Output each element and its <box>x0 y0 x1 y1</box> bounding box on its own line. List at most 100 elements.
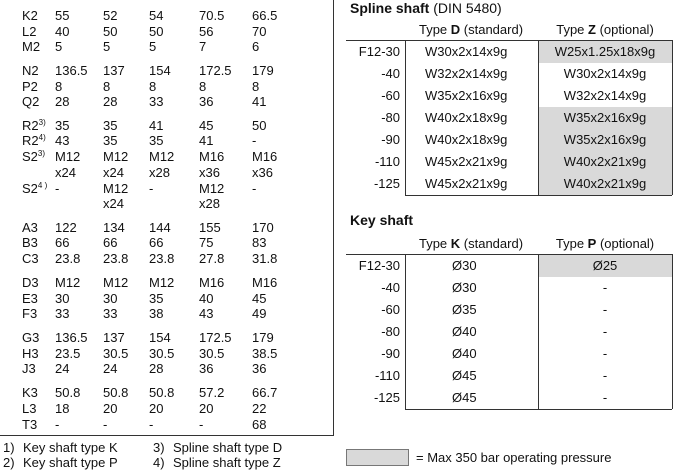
spline-size: F12-30 <box>358 44 400 59</box>
key-type-p: - <box>602 390 608 405</box>
dim-cell: 136.5 <box>55 63 88 78</box>
footnote-number: 1) <box>3 440 15 455</box>
spline-col-d-prefix: Type <box>418 22 451 37</box>
dim-row-label-text: A3 <box>22 220 38 235</box>
dim-cell: 56 <box>199 24 214 39</box>
spline-divider <box>538 40 539 195</box>
key-type-k: Ø30 <box>452 280 477 295</box>
spline-type-z: W35x2x16x9g <box>563 132 647 147</box>
dim-cell: 144 <box>149 220 171 235</box>
dim-row-label-text: H3 <box>22 346 39 361</box>
dim-cell: x24 <box>103 196 124 211</box>
dim-cell: 45 <box>199 118 214 133</box>
spline-shaft-title: Spline shaft (DIN 5480) <box>350 1 502 15</box>
dim-row-label: A3 <box>22 221 38 235</box>
dim-cell: - <box>103 417 108 432</box>
dim-cell: - <box>149 417 154 432</box>
dim-cell: 27.8 <box>199 251 225 266</box>
dim-row-label-text: G3 <box>22 330 40 345</box>
dim-row-label-text: Q2 <box>22 94 40 109</box>
dim-cell: M12 <box>149 275 175 290</box>
dim-cell: M12 <box>199 181 225 196</box>
dim-cell: 40 <box>55 24 70 39</box>
dim-cell: 20 <box>149 401 164 416</box>
dim-cell: 40 <box>199 291 214 306</box>
key-type-p: - <box>602 346 608 361</box>
dim-row-label: S24 ) <box>22 182 47 196</box>
dim-cell: 137 <box>103 63 125 78</box>
dim-cell: - <box>149 181 154 196</box>
spline-header-rule <box>346 40 672 41</box>
dim-cell: x36 <box>199 165 220 180</box>
dim-cell: 38 <box>149 306 164 321</box>
dim-cell: 30 <box>103 291 118 306</box>
spline-col-z-suffix: (optional) <box>595 22 654 37</box>
dim-cell: 24 <box>55 361 70 376</box>
dim-cell: 33 <box>103 306 118 321</box>
dim-cell: 66 <box>103 235 118 250</box>
dim-cell: 137 <box>103 330 125 345</box>
dim-row-label: L2 <box>22 25 36 39</box>
dim-row-label-text: M2 <box>22 39 41 54</box>
dim-row-label: B3 <box>22 236 38 250</box>
spline-type-d: W35x2x16x9g <box>425 88 508 103</box>
dim-cell: M12 <box>103 181 129 196</box>
dim-row-footnote-ref: 3) <box>37 149 46 158</box>
dim-cell: 136.5 <box>55 330 88 345</box>
dim-row-footnote-ref: 4) <box>38 133 46 142</box>
dim-cell: 52 <box>103 8 118 23</box>
dim-cell: 18 <box>55 401 70 416</box>
dimension-table <box>0 0 334 436</box>
footnote-number: 2) <box>3 455 15 470</box>
spline-col-z-letter: Z <box>588 22 596 37</box>
dim-cell: 36 <box>252 361 267 376</box>
dim-cell: 35 <box>149 291 164 306</box>
spline-size: -125 <box>373 176 400 191</box>
dim-cell: 31.8 <box>252 251 278 266</box>
dim-cell: x24 <box>55 165 76 180</box>
dim-cell: M16 <box>252 275 278 290</box>
dim-cell: x28 <box>199 196 220 211</box>
dim-row-label-text: L2 <box>22 24 37 39</box>
dim-cell: 6 <box>252 39 260 54</box>
dim-row-label-text: B3 <box>22 235 38 250</box>
dim-cell: M16 <box>199 149 225 164</box>
dim-cell: 22 <box>252 401 267 416</box>
dim-row-label: J3 <box>22 362 36 376</box>
dim-row-label: E3 <box>22 292 38 306</box>
dim-row-label-text: S2 <box>22 181 38 196</box>
legend-swatch <box>346 449 409 466</box>
dim-cell: 179 <box>252 330 274 345</box>
key-type-p: - <box>602 302 608 317</box>
key-col-p-letter: P <box>587 236 597 251</box>
spline-size: -40 <box>381 66 400 81</box>
dim-row-label: R23) <box>22 119 46 133</box>
dim-cell: 179 <box>252 63 274 78</box>
spline-title-suffix: (DIN 5480) <box>429 0 502 16</box>
dim-cell: 134 <box>103 220 125 235</box>
dim-cell: 66 <box>149 235 164 250</box>
spline-col-d-suffix: (standard) <box>460 22 524 37</box>
pressure-shade <box>538 41 672 63</box>
spline-type-z: W40x2x21x9g <box>563 154 647 169</box>
dim-cell: 23.8 <box>149 251 175 266</box>
dim-cell: - <box>199 417 204 432</box>
dim-cell: 54 <box>149 8 164 23</box>
dim-row-label-text: N2 <box>22 63 39 78</box>
spline-type-d: W45x2x21x9g <box>425 176 508 191</box>
spline-type-z: W30x2x14x9g <box>563 66 647 81</box>
spline-size: -80 <box>381 110 400 125</box>
dim-cell: - <box>252 181 257 196</box>
key-size: -80 <box>381 324 400 339</box>
dim-cell: 41 <box>199 133 214 148</box>
dim-cell: 50 <box>252 118 267 133</box>
spline-divider <box>405 40 406 195</box>
spline-type-d: W40x2x18x9g <box>425 110 508 125</box>
dim-cell: 24 <box>103 361 118 376</box>
dim-cell: 68 <box>252 417 267 432</box>
key-size: -110 <box>374 368 400 383</box>
dim-cell: 30.5 <box>149 346 175 361</box>
dim-row-label: K3 <box>22 386 38 400</box>
dim-cell: 55 <box>55 8 70 23</box>
key-shaft-title: Key shaft <box>350 212 414 228</box>
